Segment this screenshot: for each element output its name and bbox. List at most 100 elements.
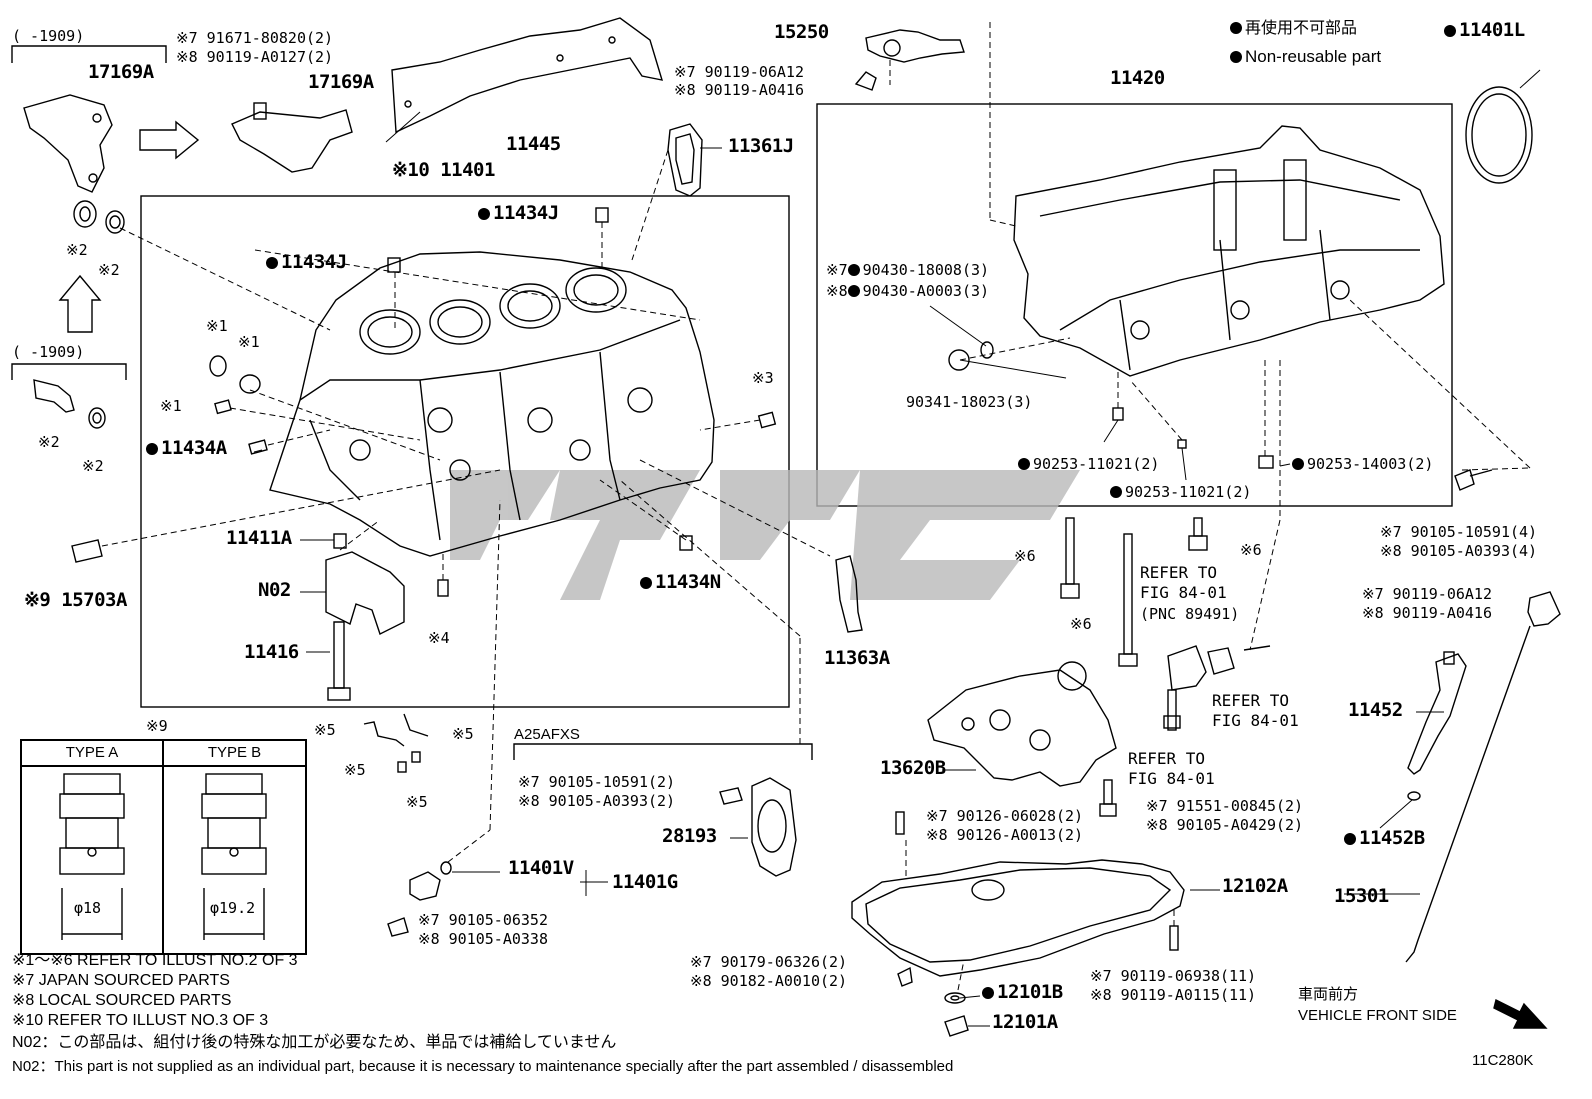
bullet-icon [146, 443, 158, 455]
bolt-label: ※7 91551-00845(2) [1146, 797, 1304, 815]
bullet-icon [847, 285, 860, 297]
diameter-label: φ19.2 [210, 899, 256, 917]
footnote: ※1～※6 REFER TO ILLUST NO.2 OF 3 [12, 952, 298, 969]
type-a-part [59, 773, 125, 940]
refer-label: FIG 84-01 [1128, 769, 1215, 788]
engine-variant-label: A25AFXS [514, 726, 580, 743]
table-divider [162, 765, 164, 953]
bullet-icon [1110, 486, 1122, 498]
bolt-label: ※8 90105-A0393(4) [1380, 542, 1538, 560]
bolt-label: ※8 90119-A0127(2) [176, 48, 334, 66]
bullet-icon [1230, 22, 1242, 34]
refer-label: REFER TO [1128, 749, 1206, 768]
refer-label: (PNC 89491) [1140, 605, 1240, 623]
note-mark: ※5 [452, 725, 474, 743]
part-label: 11401V [508, 857, 574, 879]
part-label: 11434J [266, 253, 347, 272]
footnote: ※7 JAPAN SOURCED PARTS [12, 972, 230, 989]
plug-type-table: TYPE A TYPE B [20, 739, 307, 955]
bullet-icon [847, 264, 860, 276]
bullet-icon [982, 987, 994, 999]
bolt-label: ※8 90105-A0429(2) [1146, 816, 1304, 834]
range-label: ( -1909) [12, 27, 85, 45]
bolt-label: ※8 90119-A0115(11) [1090, 986, 1257, 1004]
note-mark: ※5 [406, 793, 428, 811]
note-mark: ※4 [428, 629, 450, 647]
part-label: 11434N [640, 573, 721, 592]
note-mark: ※2 [82, 457, 104, 475]
footnote: N02：This part is not supplied as an indi… [12, 1058, 954, 1075]
bolt-label: ※8 90182-A0010(2) [690, 972, 848, 990]
bullet-icon [1018, 458, 1030, 470]
part-label: 13620B [880, 757, 946, 779]
bullet-icon [478, 208, 490, 220]
part-label: 11361J [728, 135, 794, 157]
part-label: 90253-14003(2) [1292, 456, 1433, 473]
part-label: 28193 [662, 825, 717, 847]
bullet-icon [1292, 458, 1304, 470]
part-label: 11416 [244, 641, 299, 663]
vehicle-front-arrow [1493, 998, 1548, 1029]
note-mark: ※6 [1240, 541, 1262, 559]
part-label: 12102A [1222, 875, 1288, 897]
footnote: ※8 LOCAL SOURCED PARTS [12, 992, 232, 1009]
part-label: 11434A [146, 439, 227, 458]
oil-pump-13620B [927, 661, 1117, 787]
footnote: ※10 REFER TO ILLUST NO.3 OF 3 [12, 1012, 269, 1029]
timing-chain-guide-17169A-old [23, 94, 113, 193]
part-label: ※9 15703A [24, 589, 127, 611]
bolt-label: ※7 90105-10591(4) [1380, 523, 1538, 541]
note-mark: ※1 [206, 317, 228, 335]
part-label: 15250 [774, 21, 829, 43]
note-mark: ※6 [1070, 615, 1092, 633]
part-label: N02 [258, 579, 291, 601]
type-b-part [201, 773, 267, 940]
bolt-label: ※7 90119-06A12 [1362, 585, 1492, 603]
part-label: 11434J [478, 204, 559, 223]
gasket-28193 [751, 777, 797, 877]
part-label: 11452 [1348, 699, 1403, 721]
part-label: 11420 [1110, 67, 1165, 89]
bolt-label: ※8 90126-A0013(2) [926, 826, 1084, 844]
cylinder-block-11401 [269, 251, 715, 557]
part-label: 11445 [506, 133, 561, 155]
bullet-icon [266, 257, 278, 269]
frame-code: 11C280K [1472, 1052, 1534, 1069]
timing-chain-guide-17169A [231, 109, 353, 173]
refer-label: REFER TO [1140, 563, 1218, 582]
part-label: 90253-11021(2) [1110, 484, 1251, 501]
refer-label: FIG 84-01 [1212, 711, 1299, 730]
part-label: 90253-11021(2) [1018, 456, 1159, 473]
bolt-label: ※8 90105-A0393(2) [518, 792, 676, 810]
oil-seal-11401L [1465, 86, 1533, 184]
bolt-label: ※8 90119-A0416 [1362, 604, 1492, 622]
legend-en: Non-reusable part [1230, 48, 1381, 66]
oil-control-valve-15250 [865, 29, 965, 63]
part-label: ※10 11401 [392, 159, 495, 181]
note-mark: ※2 [98, 261, 120, 279]
oil-pan-12102A [851, 859, 1185, 977]
bolt-label: ※7 90119-06938(11) [1090, 967, 1257, 985]
bullet-icon [1344, 833, 1356, 845]
watermark-logo [450, 470, 1080, 600]
crankcase-11420 [1013, 125, 1445, 377]
legend-jp: 再使用不可部品 [1230, 20, 1357, 38]
range-label: ( -1909) [12, 343, 85, 361]
footnote: N02：この部品は、組付け後の特殊な加工が必要なため、単品では補給していません [12, 1034, 617, 1051]
note-mark: ※3 [752, 369, 774, 387]
note-mark: ※9 [146, 717, 168, 735]
bolt-label: ※7 90126-06028(2) [926, 807, 1084, 825]
bullet-icon [1444, 25, 1456, 37]
bolt-label: ※7 90105-10591(2) [518, 773, 676, 791]
refer-label: FIG 84-01 [1140, 583, 1227, 602]
part-label: 17169A [88, 61, 154, 83]
part-label: 15301 [1334, 885, 1389, 907]
crankcase-frame [816, 103, 1453, 507]
cylinder-block-frame [140, 195, 790, 708]
refer-label: REFER TO [1212, 691, 1290, 710]
part-label: 90341-18023(3) [906, 393, 1033, 411]
note-mark: ※2 [66, 241, 88, 259]
part-label: 11401L [1444, 21, 1525, 40]
